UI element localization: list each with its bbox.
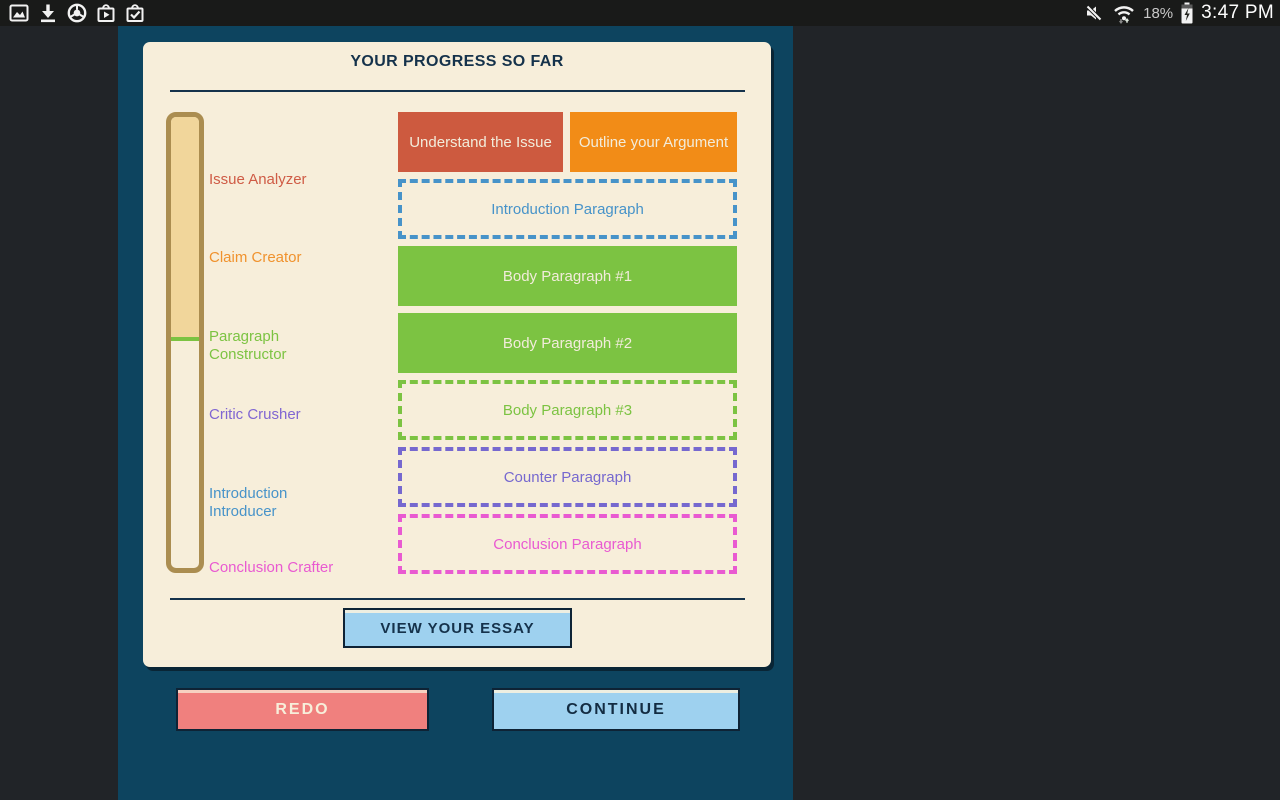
page-title: YOUR PROGRESS SO FAR xyxy=(350,53,564,70)
step-body-paragraph-3: Body Paragraph #3 xyxy=(398,380,737,440)
step-label: Understand the Issue xyxy=(409,133,552,151)
volume-muted-icon xyxy=(1085,4,1103,22)
step-label: Body Paragraph #2 xyxy=(502,334,633,352)
step-introduction-paragraph: Introduction Paragraph xyxy=(398,179,737,239)
view-your-essay-button[interactable]: VIEW YOUR ESSAY xyxy=(343,608,572,648)
clock: 3:47 PM xyxy=(1201,2,1274,23)
battery-charging-icon xyxy=(1181,2,1193,24)
step-outline-your-argument: Outline your Argument xyxy=(570,112,737,172)
play-store-update-done-icon xyxy=(126,4,144,22)
step-label: Outline your Argument xyxy=(578,133,729,151)
progress-meter-marker xyxy=(171,337,199,341)
step-label: Body Paragraph #1 xyxy=(502,267,633,285)
step-label: Counter Paragraph xyxy=(503,468,632,486)
chrome-icon xyxy=(67,3,87,23)
milestone-paragraph-constructor: Paragraph Constructor xyxy=(209,328,287,363)
divider-bottom xyxy=(170,598,745,600)
wifi-icon xyxy=(1114,6,1134,24)
step-body-paragraph-2: Body Paragraph #2 xyxy=(398,313,737,373)
milestone-introduction-introducer: Introduction Introducer xyxy=(209,485,288,520)
step-conclusion-paragraph: Conclusion Paragraph xyxy=(398,514,737,574)
step-label: Body Paragraph #3 xyxy=(502,401,633,419)
status-bar-system-icons: 18% 3:47 PM xyxy=(1083,2,1280,24)
step-body-paragraph-1: Body Paragraph #1 xyxy=(398,246,737,306)
divider-top xyxy=(170,90,745,92)
milestone-critic-crusher: Critic Crusher xyxy=(209,406,301,423)
status-bar-notification-icons xyxy=(0,2,146,24)
play-store-icon xyxy=(97,4,115,22)
step-counter-paragraph: Counter Paragraph xyxy=(398,447,737,507)
download-done-icon xyxy=(41,4,55,23)
status-bar: 18% 3:47 PM xyxy=(0,0,1280,26)
continue-button[interactable]: CONTINUE xyxy=(492,688,740,731)
step-label: Introduction Paragraph xyxy=(491,200,644,218)
essay-steps: Understand the Issue Outline your Argume… xyxy=(398,42,737,667)
gallery-icon xyxy=(9,4,29,22)
milestone-claim-creator: Claim Creator xyxy=(209,249,302,266)
battery-percentage: 18% xyxy=(1143,4,1174,22)
milestone-issue-analyzer: Issue Analyzer xyxy=(209,171,307,188)
redo-button[interactable]: REDO xyxy=(176,688,429,731)
app-panel: YOUR PROGRESS SO FAR Issue Analyzer Clai… xyxy=(118,26,793,800)
step-understand-the-issue: Understand the Issue xyxy=(398,112,563,172)
milestone-conclusion-crafter: Conclusion Crafter xyxy=(209,559,334,576)
progress-card: YOUR PROGRESS SO FAR Issue Analyzer Clai… xyxy=(143,42,771,667)
progress-meter xyxy=(166,112,204,573)
progress-meter-fill xyxy=(171,117,199,337)
step-label: Conclusion Paragraph xyxy=(493,535,642,553)
